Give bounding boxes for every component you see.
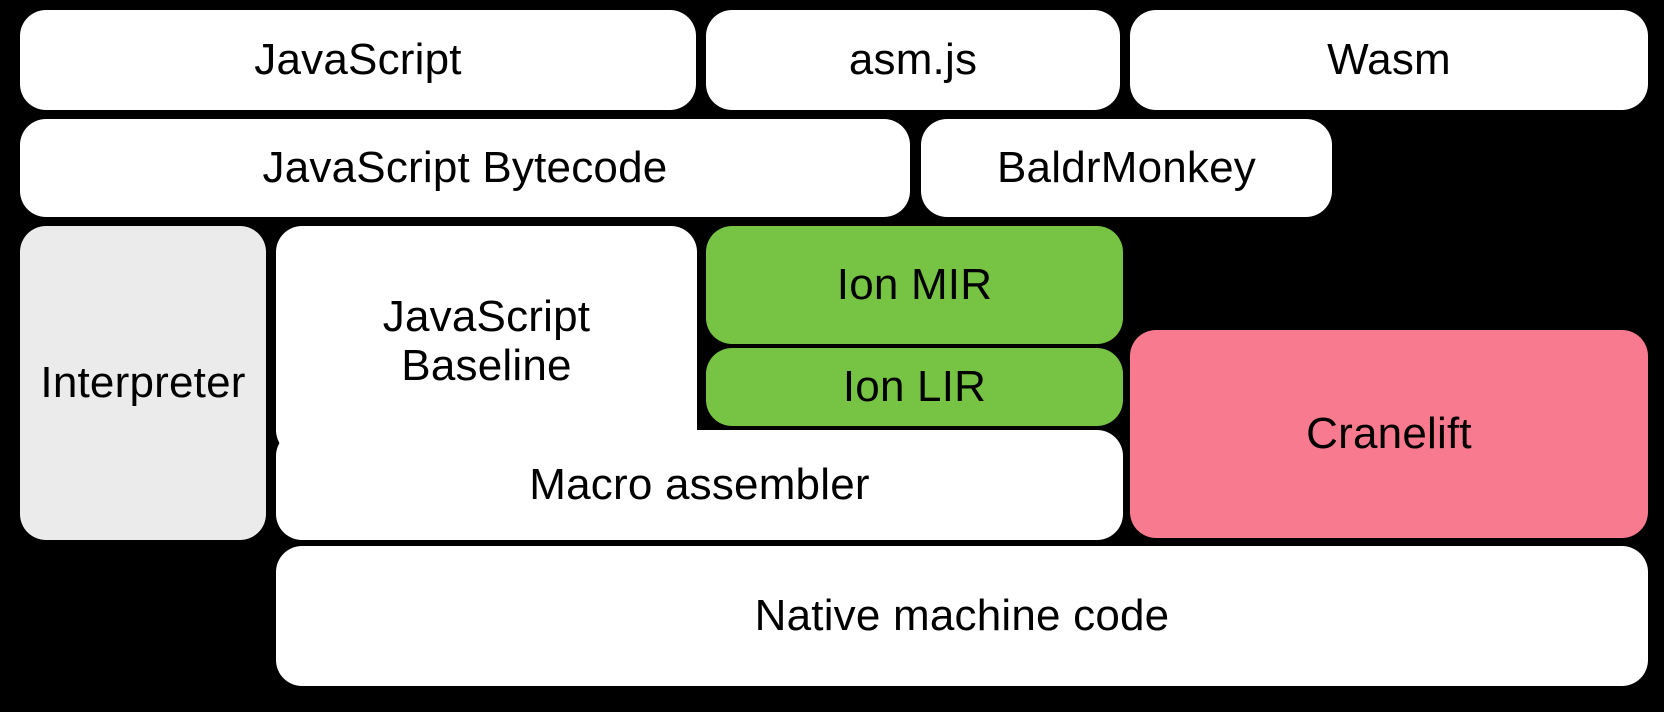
node-wasm: Wasm bbox=[1130, 10, 1648, 110]
node-ion-lir: Ion LIR bbox=[706, 348, 1123, 426]
node-macro-assembler: Macro assembler bbox=[276, 430, 1123, 540]
node-cranelift: Cranelift bbox=[1130, 330, 1648, 538]
node-javascript: JavaScript bbox=[20, 10, 696, 110]
node-javascript-bytecode: JavaScript Bytecode bbox=[20, 119, 910, 217]
node-native-machine-code: Native machine code bbox=[276, 546, 1648, 686]
node-ion-mir: Ion MIR bbox=[706, 226, 1123, 344]
node-asmjs: asm.js bbox=[706, 10, 1120, 110]
node-baldrmonkey: BaldrMonkey bbox=[921, 119, 1332, 217]
node-interpreter: Interpreter bbox=[20, 226, 266, 540]
node-javascript-baseline: JavaScript Baseline bbox=[276, 226, 697, 456]
